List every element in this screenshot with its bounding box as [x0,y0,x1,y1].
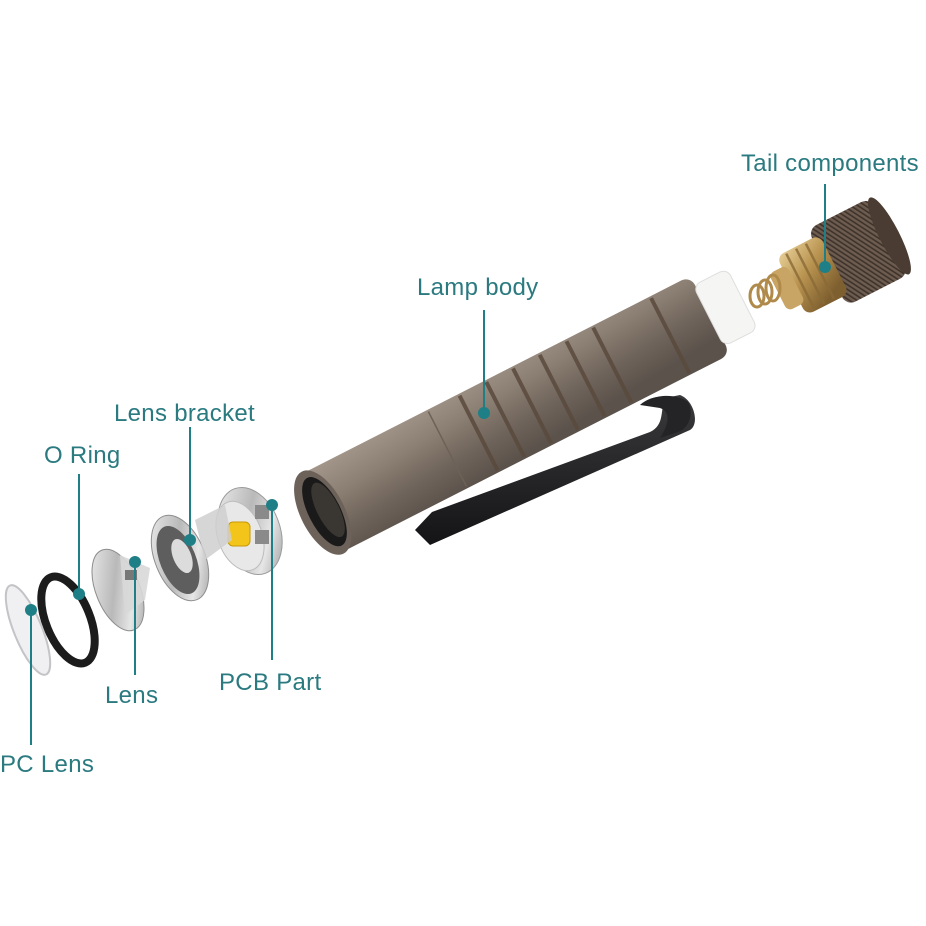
lens-bracket [150,505,232,602]
label-o-ring: O Ring [44,442,121,469]
label-pc-lens: PC Lens [0,751,95,778]
o-ring [37,572,99,668]
label-lens-bracket: Lens bracket [114,400,256,427]
pc-lens [4,584,52,676]
tail-components [748,197,911,313]
label-lamp-body: Lamp body [417,274,539,301]
lamp-body [294,270,756,555]
pocket-clip [415,395,695,545]
label-pcb-part: PCB Part [219,669,322,696]
label-lens: Lens [105,682,159,709]
leader-lines [25,184,831,745]
lens-part [91,548,150,632]
pcb-part [215,486,283,576]
label-tail-components: Tail components [741,150,919,177]
